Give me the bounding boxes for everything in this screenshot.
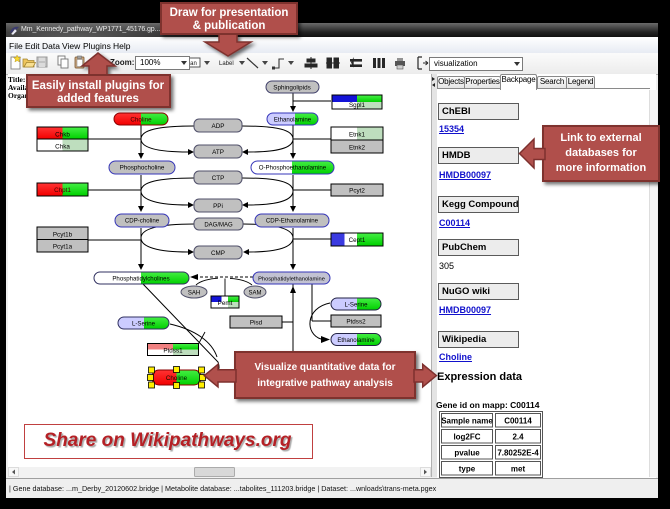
- svg-text:Ethanolamine: Ethanolamine: [274, 117, 312, 124]
- svg-text:Phosphatidylcholines: Phosphatidylcholines: [112, 276, 169, 283]
- svg-text:PPi: PPi: [213, 203, 223, 210]
- svg-text:CDP-Ethanolamine: CDP-Ethanolamine: [266, 218, 319, 225]
- svg-text:Phosphatidylethanolamine: Phosphatidylethanolamine: [258, 277, 325, 283]
- svg-text:Choline: Choline: [130, 117, 152, 124]
- svg-text:O-Phosphoethanolamine: O-Phosphoethanolamine: [259, 165, 327, 172]
- svg-text:Link to external: Link to external: [560, 132, 641, 144]
- svg-text:added features: added features: [57, 93, 139, 105]
- svg-text:Draw for presentation: Draw for presentation: [170, 7, 289, 19]
- svg-text:Ethanolamine: Ethanolamine: [337, 337, 375, 344]
- svg-text:DAG/MAG: DAG/MAG: [204, 223, 233, 229]
- svg-text:Zoom:: Zoom:: [110, 58, 134, 67]
- svg-text:Chka: Chka: [55, 144, 70, 151]
- svg-text:Ptdss2: Ptdss2: [346, 319, 366, 326]
- svg-text:7.80252E-4: 7.80252E-4: [497, 449, 539, 458]
- svg-text:ATP: ATP: [212, 149, 224, 156]
- svg-text:CDP-choline: CDP-choline: [125, 218, 160, 225]
- svg-text:log2FC: log2FC: [453, 433, 480, 442]
- svg-text:L-Serine: L-Serine: [344, 302, 368, 309]
- svg-text:2.4: 2.4: [512, 433, 524, 442]
- svg-text:Pcyt1a: Pcyt1a: [53, 244, 73, 251]
- svg-text:integrative pathway analysis: integrative pathway analysis: [257, 378, 393, 389]
- svg-text:Pcyt1b: Pcyt1b: [53, 232, 73, 239]
- svg-text:C00114: C00114: [504, 417, 532, 426]
- svg-text:CMP: CMP: [211, 250, 225, 257]
- svg-text:L-Serine: L-Serine: [132, 321, 156, 328]
- svg-text:Easily install plugins for: Easily install plugins for: [32, 80, 165, 92]
- svg-text:pvalue: pvalue: [454, 449, 480, 458]
- svg-text:ADP: ADP: [212, 123, 225, 130]
- svg-text:Visualize quantitative data f: Visualize quantitative data for: [255, 362, 396, 373]
- svg-text:Sphingolipids: Sphingolipids: [273, 85, 310, 92]
- svg-text:Chpt1: Chpt1: [54, 187, 71, 194]
- svg-text:an: an: [190, 61, 197, 67]
- svg-text:Etnk2: Etnk2: [349, 145, 366, 152]
- svg-text:Etnk1: Etnk1: [349, 132, 366, 139]
- svg-text:databases for: databases for: [565, 147, 637, 159]
- svg-text:Chkb: Chkb: [55, 132, 70, 139]
- svg-text:Sgpl1: Sgpl1: [349, 102, 366, 109]
- svg-text:Choline: Choline: [166, 375, 188, 382]
- svg-text:more information: more information: [556, 162, 647, 174]
- svg-text:SAM: SAM: [248, 291, 261, 297]
- svg-text:met: met: [511, 465, 526, 474]
- svg-text:& publication: & publication: [193, 20, 266, 32]
- svg-text:CTP: CTP: [212, 175, 225, 182]
- svg-text:Pcyt2: Pcyt2: [349, 188, 365, 195]
- svg-text:SAH: SAH: [188, 291, 200, 297]
- svg-text:Phosphocholine: Phosphocholine: [120, 165, 165, 172]
- svg-text:Ptdss1: Ptdss1: [163, 348, 183, 355]
- svg-text:Pemt: Pemt: [218, 300, 233, 307]
- svg-text:Sample name: Sample name: [441, 417, 493, 426]
- svg-text:Cept1: Cept1: [349, 237, 366, 244]
- svg-text:Pisd: Pisd: [250, 320, 263, 327]
- svg-text:type: type: [459, 465, 476, 474]
- svg-text:Label: Label: [219, 61, 234, 67]
